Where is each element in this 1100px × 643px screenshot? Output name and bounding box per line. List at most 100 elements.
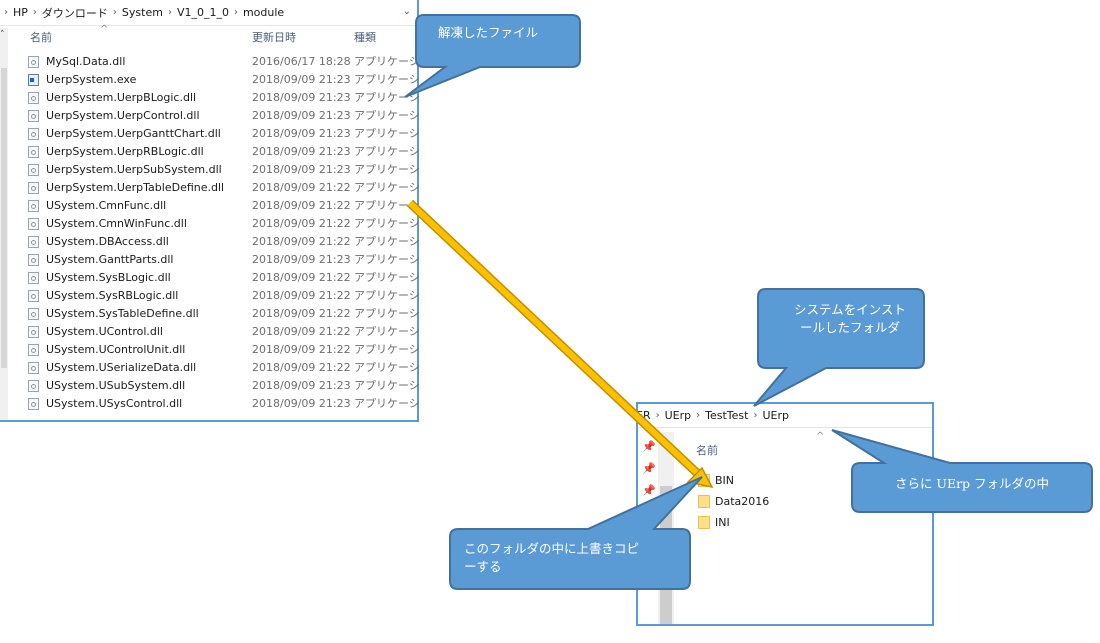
scrollbar-thumb[interactable] bbox=[1, 68, 7, 368]
file-name: USystem.CmnWinFunc.dll bbox=[46, 217, 187, 230]
dll-file-icon bbox=[28, 308, 39, 320]
file-modified: 2018/09/09 21:22 bbox=[252, 307, 351, 320]
file-modified: 2018/09/09 21:22 bbox=[252, 235, 351, 248]
file-type: アプリケーション拡張 bbox=[354, 145, 420, 158]
file-type: アプリケーション拡張 bbox=[354, 91, 420, 104]
file-name: UerpSystem.UerpSubSystem.dll bbox=[46, 163, 222, 176]
file-type: アプリケーション拡張 bbox=[354, 127, 420, 140]
callout-text-inside-uerp: さらに UErp フォルダの中 bbox=[894, 476, 1050, 491]
callout-extracted-files bbox=[404, 14, 581, 98]
callout-line: このフォルダの中に上書きコピ bbox=[464, 541, 640, 556]
callout-inside-uerp bbox=[831, 429, 1093, 513]
dll-file-icon bbox=[28, 218, 39, 230]
breadcrumb-item[interactable]: System bbox=[121, 6, 163, 19]
pin-icon[interactable]: 📌 bbox=[642, 440, 656, 453]
file-name: USystem.CmnFunc.dll bbox=[46, 199, 167, 212]
nav-pane-scrollbar[interactable]: ˄ bbox=[0, 28, 8, 420]
file-name: UerpSystem.exe bbox=[46, 73, 137, 86]
address-bar[interactable]: › HP › ダウンロード › System › V1_0_1_0 › modu… bbox=[0, 0, 417, 26]
file-type: アプリケーション拡張 bbox=[354, 55, 420, 68]
file-name: MySql.Data.dll bbox=[46, 55, 126, 68]
column-header-type[interactable]: 種類 bbox=[354, 31, 376, 44]
file-type: アプリケーション拡張 bbox=[354, 163, 420, 176]
file-modified: 2018/09/09 21:22 bbox=[252, 271, 351, 284]
file-modified: 2018/09/09 21:22 bbox=[252, 325, 351, 338]
breadcrumb-item[interactable]: module bbox=[242, 6, 285, 19]
pin-icon[interactable]: 📌 bbox=[642, 462, 656, 475]
file-modified: 2018/09/09 21:23 bbox=[252, 109, 351, 122]
folder-icon bbox=[698, 495, 710, 508]
copy-arrow bbox=[406, 199, 714, 489]
column-header-name[interactable]: 名前 bbox=[696, 444, 718, 457]
file-type: アプリケーション bbox=[354, 73, 420, 86]
file-name: USystem.USubSystem.dll bbox=[46, 379, 186, 392]
dll-file-icon bbox=[28, 110, 39, 122]
file-modified: 2018/09/09 21:23 bbox=[252, 91, 351, 104]
folder-name: BIN bbox=[715, 474, 735, 487]
file-name: USystem.UControlUnit.dll bbox=[46, 343, 186, 356]
breadcrumb-item[interactable]: TestTest bbox=[705, 409, 749, 422]
chevron-down-icon[interactable]: ⌄ bbox=[402, 6, 411, 17]
callout-line: ールしたフォルダ bbox=[799, 320, 900, 335]
file-name: UerpSystem.UerpRBLogic.dll bbox=[46, 145, 204, 158]
dll-file-icon bbox=[28, 344, 39, 356]
breadcrumb-separator: › bbox=[167, 7, 172, 18]
scroll-up-icon[interactable]: ˄ bbox=[0, 30, 5, 40]
file-modified: 2018/09/09 21:22 bbox=[252, 343, 351, 356]
breadcrumb-item[interactable]: ダウンロード bbox=[41, 6, 108, 20]
folder-icon bbox=[698, 516, 710, 529]
file-type: アプリケーション拡張 bbox=[354, 217, 420, 230]
breadcrumb-item[interactable]: UErp bbox=[762, 409, 789, 422]
breadcrumb-separator: › bbox=[112, 7, 117, 18]
dll-file-icon bbox=[28, 56, 39, 68]
callout-overwrite-copy bbox=[449, 476, 703, 590]
file-name: USystem.UControl.dll bbox=[46, 325, 163, 338]
file-name: USystem.SysTableDefine.dll bbox=[46, 307, 199, 320]
file-type: アプリケーション拡張 bbox=[354, 289, 420, 302]
column-header-modified[interactable]: 更新日時 bbox=[252, 31, 296, 44]
file-name: UerpSystem.UerpGanttChart.dll bbox=[46, 127, 221, 140]
breadcrumb-item[interactable]: V1_0_1_0 bbox=[176, 6, 229, 19]
pin-icon[interactable]: 📌 bbox=[642, 484, 656, 497]
breadcrumb-item[interactable]: HP bbox=[13, 6, 28, 19]
file-name: USystem.USerializeData.dll bbox=[46, 361, 197, 374]
file-type: アプリケーション拡張 bbox=[354, 253, 420, 266]
breadcrumb-separator: › bbox=[696, 410, 701, 421]
file-name: UerpSystem.UerpTableDefine.dll bbox=[46, 181, 225, 194]
source-explorer-window: › HP › ダウンロード › System › V1_0_1_0 › modu… bbox=[0, 0, 420, 422]
file-type: アプリケーション拡張 bbox=[354, 199, 420, 212]
file-name: UerpSystem.UerpControl.dll bbox=[46, 109, 200, 122]
file-type: アプリケーション拡張 bbox=[354, 181, 420, 194]
callout-install-folder bbox=[753, 288, 925, 407]
file-modified: 2018/09/09 21:23 bbox=[252, 163, 351, 176]
file-modified: 2018/09/09 21:23 bbox=[252, 145, 351, 158]
folder-name: INI bbox=[715, 516, 730, 529]
folder-name: Data2016 bbox=[715, 495, 770, 508]
dll-file-icon bbox=[28, 236, 39, 248]
file-name: USystem.DBAccess.dll bbox=[46, 235, 169, 248]
file-modified: 2016/06/17 18:28 bbox=[252, 55, 351, 68]
file-name: USystem.SysRBLogic.dll bbox=[46, 289, 179, 302]
file-name: USystem.USysControl.dll bbox=[46, 397, 183, 410]
dll-file-icon bbox=[28, 254, 39, 266]
breadcrumb-separator: › bbox=[4, 7, 8, 18]
callout-line: システムをインスト bbox=[794, 302, 906, 317]
dll-file-icon bbox=[28, 290, 39, 302]
file-type: アプリケーション拡張 bbox=[354, 307, 420, 320]
dll-file-icon bbox=[28, 164, 39, 176]
dll-file-icon bbox=[28, 326, 39, 338]
file-modified: 2018/09/09 21:23 bbox=[252, 253, 351, 266]
breadcrumb-separator: › bbox=[32, 7, 37, 18]
dll-file-icon bbox=[28, 146, 39, 158]
breadcrumb-separator: › bbox=[753, 410, 758, 421]
column-header-name[interactable]: 名前 bbox=[30, 31, 52, 44]
file-type: アプリケーション拡張 bbox=[354, 325, 420, 338]
file-modified: 2018/09/09 21:23 bbox=[252, 379, 351, 392]
dll-file-icon bbox=[28, 182, 39, 194]
quick-access-pins: 📌 📌 📌 bbox=[642, 440, 660, 506]
breadcrumb-item[interactable]: UErp bbox=[664, 409, 692, 422]
breadcrumb-separator: › bbox=[655, 410, 660, 421]
dll-file-icon bbox=[28, 362, 39, 374]
callout-text-extracted-files: 解凍したファイル bbox=[438, 25, 539, 40]
